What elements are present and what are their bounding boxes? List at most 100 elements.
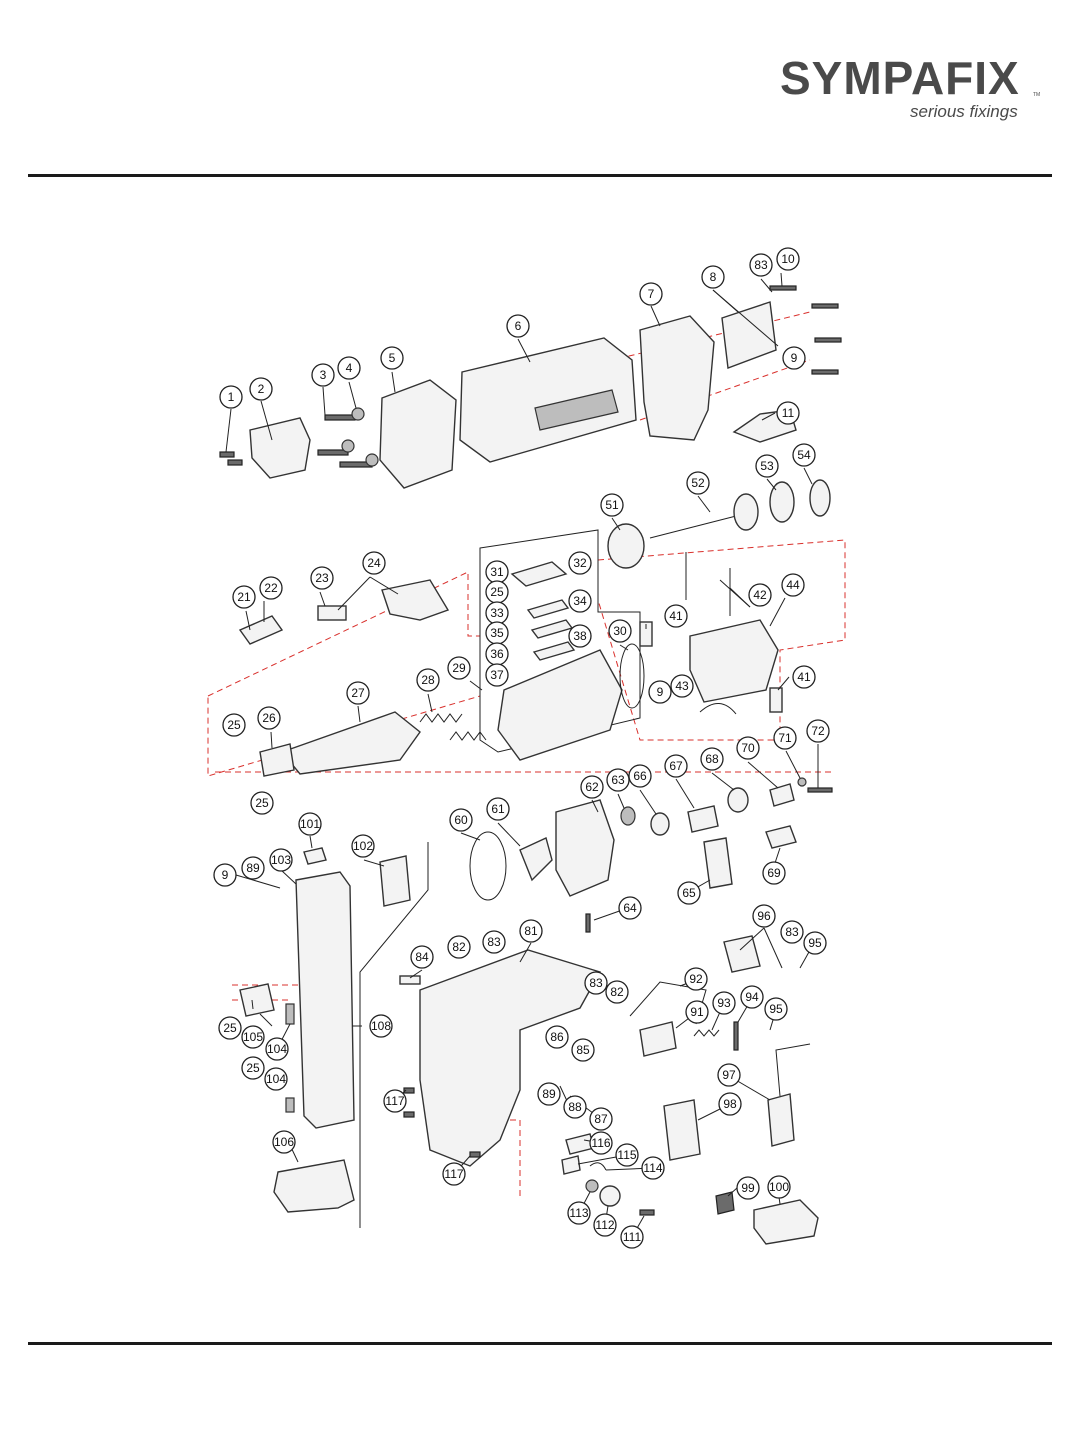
svg-text:104: 104 xyxy=(266,1072,286,1086)
svg-text:5: 5 xyxy=(389,351,396,365)
svg-text:89: 89 xyxy=(246,861,260,875)
svg-text:25: 25 xyxy=(246,1061,260,1075)
svg-text:82: 82 xyxy=(610,985,624,999)
svg-text:4: 4 xyxy=(346,361,353,375)
spring-part-114 xyxy=(589,1162,607,1171)
wire-part-97 xyxy=(775,1043,811,1097)
callout-41a: 41 xyxy=(664,604,688,628)
svg-text:84: 84 xyxy=(415,950,429,964)
callout-91: 91 xyxy=(685,1000,709,1024)
callout-104b: 104 xyxy=(264,1067,288,1091)
callout-38: 38 xyxy=(568,624,592,648)
callout-8: 8 xyxy=(701,265,725,289)
callout-28: 28 xyxy=(416,668,440,692)
svg-text:91: 91 xyxy=(690,1005,704,1019)
svg-text:26: 26 xyxy=(262,711,276,725)
screw-part-117 xyxy=(403,1087,415,1094)
battery-part-100 xyxy=(753,1199,819,1245)
svg-text:7: 7 xyxy=(648,287,655,301)
callout-82b: 82 xyxy=(605,980,629,1004)
latch-part-22 xyxy=(238,615,284,645)
callout-25e: 25 xyxy=(241,1056,265,1080)
callout-25c: 25 xyxy=(250,791,274,815)
gasket-part-36 xyxy=(532,641,576,661)
callout-83a: 83 xyxy=(749,253,773,277)
callout-88: 88 xyxy=(563,1095,587,1119)
svg-text:53: 53 xyxy=(760,459,774,473)
callout-113: 113 xyxy=(567,1201,591,1225)
callout-7: 7 xyxy=(639,282,663,306)
callout-26: 26 xyxy=(257,706,281,730)
svg-text:33: 33 xyxy=(490,606,504,620)
bushing-part-66 xyxy=(650,812,670,836)
svg-text:52: 52 xyxy=(691,476,705,490)
callout-51: 51 xyxy=(600,493,624,517)
svg-text:104: 104 xyxy=(267,1042,287,1056)
housing-window-part-6 xyxy=(534,389,619,431)
label-part-65 xyxy=(703,837,733,889)
svg-text:81: 81 xyxy=(524,924,538,938)
callout-3: 3 xyxy=(311,363,335,387)
bearing-part-68 xyxy=(727,787,749,813)
callout-96: 96 xyxy=(752,904,776,928)
pad-part-104 xyxy=(285,1003,295,1025)
callout-9a: 9 xyxy=(782,346,806,370)
svg-text:89: 89 xyxy=(542,1087,556,1101)
svg-text:38: 38 xyxy=(573,629,587,643)
svg-text:43: 43 xyxy=(675,679,689,693)
screw-part-64 xyxy=(585,913,591,933)
washer-part-4b xyxy=(341,439,355,453)
callout-22: 22 xyxy=(259,576,283,600)
svg-text:72: 72 xyxy=(811,724,825,738)
svg-text:117: 117 xyxy=(444,1167,463,1181)
callout-87: 87 xyxy=(589,1107,613,1131)
callout-86: 86 xyxy=(545,1025,569,1049)
cylinder-part-38 xyxy=(497,649,623,761)
bushing-part-41 xyxy=(639,621,653,647)
screw-part-10d xyxy=(811,369,839,375)
callout-9c: 9 xyxy=(213,863,237,887)
svg-text:29: 29 xyxy=(452,661,466,675)
svg-text:97: 97 xyxy=(722,1068,736,1082)
svg-text:42: 42 xyxy=(753,588,767,602)
callout-42: 42 xyxy=(748,583,772,607)
svg-text:25: 25 xyxy=(223,1021,237,1035)
callout-82a: 82 xyxy=(447,935,471,959)
brand-tagline: serious fixings xyxy=(910,102,1018,121)
svg-text:100: 100 xyxy=(769,1180,789,1194)
svg-text:69: 69 xyxy=(767,866,781,880)
svg-text:10: 10 xyxy=(781,252,795,266)
svg-text:28: 28 xyxy=(421,673,435,687)
lever-part-115 xyxy=(561,1155,581,1175)
svg-text:60: 60 xyxy=(454,813,468,827)
fan-part-61 xyxy=(519,837,553,882)
release-part-102 xyxy=(379,855,411,907)
washer-part-113 xyxy=(585,1179,599,1193)
svg-text:105: 105 xyxy=(243,1030,263,1044)
callout-65: 65 xyxy=(677,881,701,905)
ring-part-60 xyxy=(469,831,507,901)
callout-66: 66 xyxy=(628,764,652,788)
svg-text:62: 62 xyxy=(585,780,599,794)
svg-text:25: 25 xyxy=(227,718,241,732)
callout-99: 99 xyxy=(736,1176,760,1200)
callout-37: 37 xyxy=(485,663,509,687)
svg-text:41: 41 xyxy=(669,609,683,623)
bracket-part-105 xyxy=(239,983,275,1017)
callout-24: 24 xyxy=(362,551,386,575)
svg-text:85: 85 xyxy=(576,1043,590,1057)
trademark-mark: TM xyxy=(1033,92,1041,98)
gasket-part-35 xyxy=(530,619,574,639)
callout-23: 23 xyxy=(310,566,334,590)
callout-89a: 89 xyxy=(241,856,265,880)
callout-61: 61 xyxy=(486,797,510,821)
svg-text:68: 68 xyxy=(705,752,719,766)
spring-part-28 xyxy=(419,713,463,723)
front-housing-part-5 xyxy=(379,379,457,489)
callout-54: 54 xyxy=(792,443,816,467)
piston-head-part-52 xyxy=(733,493,759,531)
svg-text:11: 11 xyxy=(782,406,795,420)
callout-98: 98 xyxy=(718,1092,742,1116)
callout-108: 108 xyxy=(369,1014,393,1038)
callout-62: 62 xyxy=(580,775,604,799)
